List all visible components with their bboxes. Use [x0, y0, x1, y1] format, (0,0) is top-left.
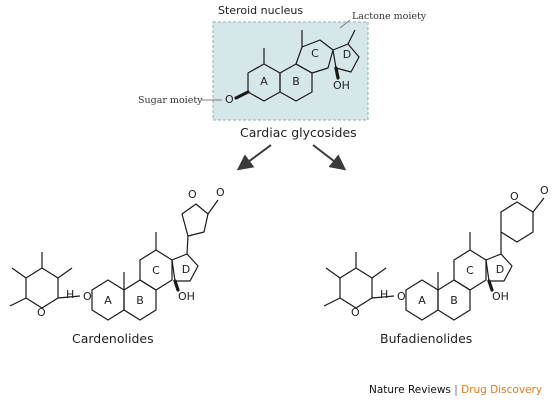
bufadienolide-h-label: H — [380, 288, 388, 301]
sugar-moiety-label: Sugar moiety — [138, 95, 203, 106]
steroid-nucleus-label: Steroid nucleus — [218, 4, 303, 17]
bufadienolide-structure — [323, 197, 545, 321]
cardenolide-structure — [9, 199, 219, 321]
cardenolide-sugar-o-label: O — [37, 306, 46, 319]
cardenolide-carbonyl-o-label: O — [216, 186, 225, 199]
cardiac-glycosides-title: Cardiac glycosides — [240, 125, 357, 140]
bufadienolide-ring-a-label: A — [418, 294, 426, 307]
cardenolide-ring-d-label: D — [182, 263, 190, 276]
cardenolide-lactone-o-label: O — [188, 188, 197, 201]
arrow-to-bufadienolides — [312, 144, 347, 171]
footer-separator: | — [451, 384, 461, 396]
cardenolide-ring-a-label: A — [104, 294, 112, 307]
footer-credit: Nature Reviews | Drug Discovery — [369, 384, 542, 396]
bufadienolide-carbonyl-o-label: O — [540, 184, 549, 197]
top-ring-c-label: C — [311, 47, 319, 60]
bufadienolide-ring-b-label: B — [450, 294, 458, 307]
top-oh-label: OH — [333, 79, 350, 92]
footer-journal: Drug Discovery — [461, 384, 542, 396]
bufadienolide-oh-label: OH — [492, 290, 509, 303]
top-o-label: O — [225, 93, 234, 106]
top-ring-d-label: D — [343, 48, 351, 61]
cardenolide-oh-label: OH — [178, 290, 195, 303]
top-ring-a-label: A — [260, 75, 268, 88]
bufadienolide-ring-c-label: C — [466, 264, 474, 277]
cardenolide-h-label: H — [66, 288, 74, 301]
bufadienolide-o-label: O — [397, 290, 406, 303]
bufadienolide-ring-o-label: O — [510, 190, 519, 203]
cardenolide-ring-b-label: B — [136, 294, 144, 307]
steroid-nucleus-box — [212, 21, 369, 121]
lactone-moiety-label: Lactone moiety — [352, 11, 427, 22]
footer-publisher: Nature Reviews — [369, 384, 451, 396]
cardenolide-ring-c-label: C — [152, 264, 160, 277]
cardenolide-o-label: O — [83, 290, 92, 303]
bufadienolide-ring-d-label: D — [496, 263, 504, 276]
arrow-to-cardenolides — [236, 144, 272, 171]
bufadienolides-title: Bufadienolides — [380, 331, 472, 346]
cardenolides-title: Cardenolides — [72, 331, 154, 346]
bufadienolide-sugar-o-label: O — [351, 306, 360, 319]
top-steroid-skeleton — [234, 29, 360, 102]
top-ring-b-label: B — [292, 75, 300, 88]
